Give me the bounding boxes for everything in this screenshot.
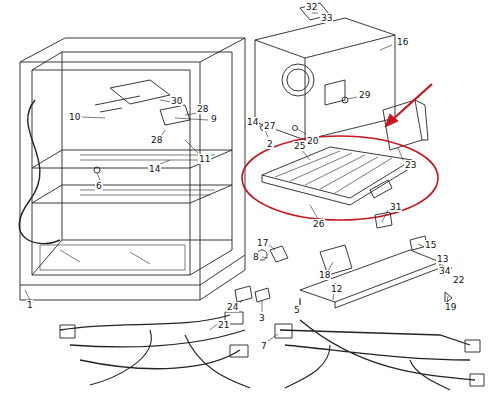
callout-number: 28 bbox=[196, 104, 209, 114]
callout-number: 30 bbox=[170, 96, 183, 106]
callout-number: 14 bbox=[246, 117, 259, 127]
callout-number: 6 bbox=[95, 181, 103, 191]
callout-number: 1 bbox=[26, 300, 34, 310]
callout-number: 26 bbox=[312, 219, 325, 229]
callout-number: 2 bbox=[266, 139, 274, 149]
callout-number: 20 bbox=[306, 136, 319, 146]
callout-number: 16 bbox=[396, 37, 409, 47]
callout-number: 32 bbox=[305, 2, 318, 12]
callout-number: 11 bbox=[198, 154, 211, 164]
callout-number: 33 bbox=[320, 13, 333, 23]
callout-number: 5 bbox=[293, 305, 301, 315]
callout-number: 25 bbox=[293, 141, 306, 151]
callout-number: 17 bbox=[256, 238, 269, 248]
callout-number: 12 bbox=[330, 284, 343, 294]
callout-number: 18 bbox=[318, 270, 331, 280]
callout-number: 3 bbox=[258, 313, 266, 323]
callout-number: 21 bbox=[217, 320, 230, 330]
callout-number: 23 bbox=[404, 160, 417, 170]
callout-number: 29 bbox=[358, 90, 371, 100]
callout-number: 8 bbox=[252, 252, 260, 262]
callout-number: 31 bbox=[389, 202, 402, 212]
callout-number: 27 bbox=[263, 121, 276, 131]
callout-number: 9 bbox=[210, 114, 218, 124]
callout-number: 28 bbox=[150, 135, 163, 145]
callout-number: 7 bbox=[260, 341, 268, 351]
callout-number: 22 bbox=[452, 275, 465, 285]
callout-number: 10 bbox=[68, 112, 81, 122]
callout-number: 14 bbox=[148, 164, 161, 174]
callout-number: 34 bbox=[438, 266, 451, 276]
callout-number: 13 bbox=[436, 254, 449, 264]
callout-number: 19 bbox=[444, 302, 457, 312]
callout-number: 15 bbox=[424, 240, 437, 250]
callout-number: 24 bbox=[226, 302, 239, 312]
